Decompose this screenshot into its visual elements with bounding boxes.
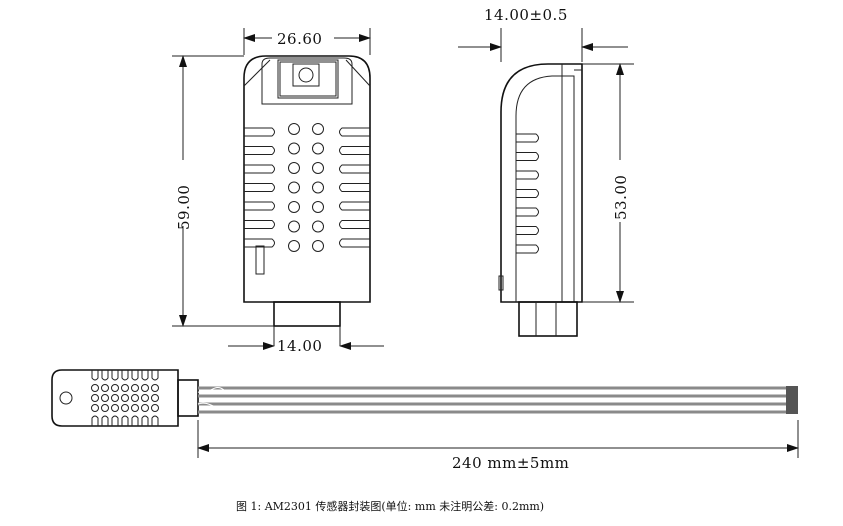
vent-slot xyxy=(244,201,275,211)
vent-hole xyxy=(312,220,324,233)
vent-slot xyxy=(131,415,139,426)
vent-hole xyxy=(101,404,109,412)
vent-hole xyxy=(288,201,300,213)
vent-hole xyxy=(91,394,99,402)
vent-slot xyxy=(339,164,370,174)
vent-slot xyxy=(111,370,119,381)
vent-slot xyxy=(244,220,275,229)
vent-hole xyxy=(111,394,119,402)
cable-view: 240 mm±5mm xyxy=(51,369,799,472)
side-fin xyxy=(516,189,539,198)
cable-length-label: 240 mm±5mm xyxy=(452,454,569,472)
vent-slot xyxy=(101,415,109,426)
vent-hole xyxy=(151,384,159,392)
side-view: 14.00±0.5 53.00 xyxy=(458,6,634,337)
vent-hole xyxy=(131,404,139,412)
vent-hole xyxy=(91,384,99,392)
vent-hole xyxy=(151,404,159,412)
side-fin xyxy=(516,170,539,180)
vent-slot xyxy=(244,164,275,174)
vent-slot xyxy=(91,415,99,426)
side-fin xyxy=(516,133,539,143)
vent-hole xyxy=(312,201,324,213)
vent-slot xyxy=(141,370,149,381)
vent-hole xyxy=(312,142,324,155)
vent-hole xyxy=(312,181,324,194)
front-width-label: 26.60 xyxy=(277,30,322,48)
vent-hole xyxy=(91,404,99,412)
vent-hole xyxy=(288,142,300,155)
vent-hole xyxy=(288,220,300,233)
side-depth-label: 14.00±0.5 xyxy=(484,6,568,24)
vent-hole xyxy=(131,394,139,402)
vent-slot xyxy=(121,415,129,426)
vent-hole xyxy=(288,181,300,194)
front-view: 26.60 59.00 14.00 xyxy=(172,28,384,355)
vent-hole xyxy=(288,162,300,174)
vent-hole xyxy=(111,404,119,412)
vent-slot xyxy=(101,370,109,381)
figure-caption: 图 1: AM2301 传感器封装图(单位: mm 未注明公差: 0.2mm) xyxy=(236,499,544,513)
vent-hole xyxy=(288,240,300,252)
vent-hole xyxy=(141,404,149,412)
vent-slot xyxy=(339,201,370,211)
side-fin xyxy=(516,226,539,235)
side-fin xyxy=(516,207,539,217)
vent-hole xyxy=(121,404,129,412)
vent-hole xyxy=(121,394,129,402)
vent-hole xyxy=(121,384,129,392)
vent-hole xyxy=(101,394,109,402)
vent-slot xyxy=(131,370,139,381)
vent-slot xyxy=(121,370,129,381)
vent-hole xyxy=(151,394,159,402)
vent-slot xyxy=(141,415,149,426)
vent-hole xyxy=(131,384,139,392)
vent-slot xyxy=(151,370,159,381)
vent-hole xyxy=(312,240,324,252)
vent-slot xyxy=(339,183,370,192)
vent-slot xyxy=(339,220,370,229)
vent-hole xyxy=(141,394,149,402)
vent-slot xyxy=(244,183,275,192)
vent-hole xyxy=(288,123,300,135)
vent-slot xyxy=(244,146,275,155)
vent-slot xyxy=(339,146,370,155)
side-height-label: 53.00 xyxy=(612,175,630,220)
side-fin xyxy=(516,152,539,161)
side-fin xyxy=(516,244,539,254)
vent-slot xyxy=(91,370,99,381)
front-height-label: 59.00 xyxy=(175,185,193,230)
vent-hole xyxy=(312,123,324,135)
vent-slot xyxy=(244,238,275,248)
vent-slot xyxy=(339,127,370,137)
vent-slot xyxy=(151,415,159,426)
bottom-width-label: 14.00 xyxy=(277,337,322,355)
vent-slot xyxy=(339,238,370,248)
vent-hole xyxy=(312,162,324,174)
vent-slot xyxy=(111,415,119,426)
vent-slot xyxy=(244,127,275,137)
vent-hole xyxy=(141,384,149,392)
vent-hole xyxy=(111,384,119,392)
vent-hole xyxy=(101,384,109,392)
